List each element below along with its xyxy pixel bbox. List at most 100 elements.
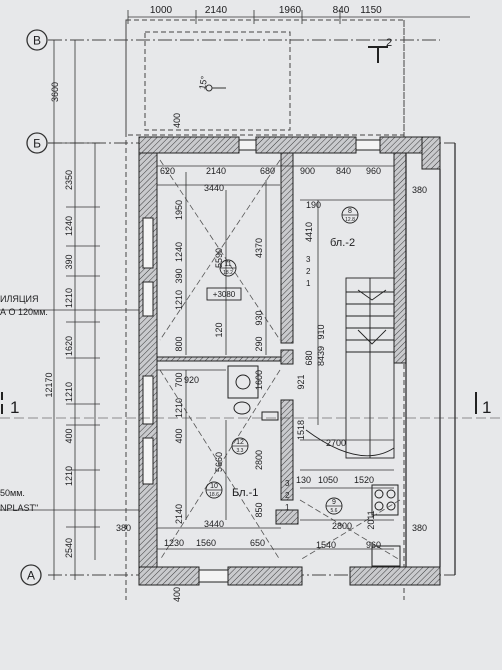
dim-900: 900 (300, 166, 315, 176)
left-dim-2350: 2350 (64, 170, 74, 190)
dim-400-top: 400 (172, 113, 182, 128)
dim-380c: 380 (412, 523, 427, 533)
dim-1518: 1518 (296, 420, 306, 440)
axis-bubble-b: Б (26, 132, 48, 154)
dim-290: 290 (254, 336, 264, 351)
room-11-number: 11 (224, 261, 231, 268)
level-value: +3080 (213, 290, 236, 299)
dim-400b: 400 (174, 428, 184, 443)
dim-1210: 1210 (174, 290, 184, 310)
room-11-area: 18.2 (223, 270, 233, 276)
overall-height-12170: 12170 (44, 372, 54, 397)
block-2-label: бл.-2 (330, 237, 355, 249)
room-marker-12: 12 3.3 (231, 437, 249, 455)
block-2-step-3: 3 (306, 255, 311, 264)
dim-800: 800 (174, 336, 184, 351)
staircase (305, 277, 395, 459)
dim-910: 910 (316, 324, 326, 339)
dim-2140b: 2140 (174, 504, 184, 524)
top-dim-840: 840 (333, 5, 350, 16)
dim-680b: 680 (304, 350, 314, 365)
block-2-step-1: 1 (306, 279, 311, 288)
left-dim-1240: 1240 (64, 216, 74, 236)
room-marker-11: 11 18.2 (219, 259, 237, 277)
room-marker-10: 10 18.6 (205, 481, 223, 499)
dim-1210b: 1210 (174, 398, 184, 418)
left-dim-1210c: 1210 (64, 466, 74, 486)
dim-1540: 1540 (316, 540, 336, 550)
room-9-number: 9 (332, 499, 336, 506)
dim-960b: 960 (366, 540, 381, 550)
dim-2800: 2800 (254, 450, 264, 470)
axis-label-a: А (27, 569, 35, 583)
dim-1050: 1050 (318, 475, 338, 485)
dim-920: 920 (184, 375, 199, 385)
note-4: NPLAST" (0, 503, 38, 513)
block-1-step-2: 2 (285, 491, 290, 500)
section-mark-left-label: 1 (10, 398, 19, 417)
dim-3440: 3440 (204, 183, 224, 193)
right-walls (405, 143, 456, 575)
room-9-area: 5.6 (331, 508, 338, 514)
dim-2700: 2700 (326, 438, 346, 448)
dim-650: 650 (250, 538, 265, 548)
dim-850: 850 (254, 502, 264, 517)
dim-4410: 4410 (304, 222, 314, 242)
axis-bubble-a: А (20, 564, 42, 586)
windows (142, 139, 381, 583)
block-1-step-3: 3 (285, 479, 290, 488)
top-dim-1150: 1150 (360, 5, 382, 16)
interior-dim-lines (157, 165, 394, 550)
left-dim-400: 400 (64, 428, 74, 443)
top-dim-2140: 2140 (205, 5, 228, 16)
dim-190: 190 (306, 200, 321, 210)
dim-921: 921 (296, 374, 306, 389)
dim-2800b: 2800 (332, 521, 352, 531)
slope-arrow (205, 84, 226, 92)
kitchen-fixtures (371, 484, 401, 567)
axis-label-v: В (33, 34, 41, 48)
note-3: 50мм. (0, 488, 25, 498)
room-10-area: 18.6 (209, 492, 219, 498)
dim-930: 930 (254, 310, 264, 325)
top-dim-1960: 1960 (279, 5, 302, 16)
dim-5660: 5660 (214, 452, 224, 472)
axis-bubble-v: В (26, 29, 48, 51)
dim-130: 130 (296, 475, 311, 485)
dim-380b: 380 (116, 523, 131, 533)
room-marker-9: 9 5.6 (325, 497, 343, 515)
dim-380: 380 (412, 185, 427, 195)
diagonal-lines (159, 159, 401, 561)
block-2-step-2: 2 (306, 267, 311, 276)
dim-8439: 8439 (316, 346, 326, 366)
dim-1230: 1230 (164, 538, 184, 548)
dim-5590: 5590 (214, 248, 224, 268)
section-mark-right-label: 1 (482, 398, 491, 417)
room-10-number: 10 (210, 483, 218, 490)
dim-1520: 1520 (354, 475, 374, 485)
dim-2140: 2140 (206, 166, 226, 176)
axis-label-b: Б (33, 137, 41, 151)
room-8-area: 12.8 (345, 217, 355, 223)
dim-120: 120 (214, 322, 224, 337)
dim-680: 680 (260, 166, 275, 176)
left-dim-2540: 2540 (64, 538, 74, 558)
top-dim-1000: 1000 (150, 5, 173, 16)
dim-3440b: 3440 (204, 519, 224, 529)
room-marker-8: 8 12.8 (341, 206, 359, 224)
dim-1560: 1560 (196, 538, 216, 548)
section-mark-2-label: 2 (386, 37, 392, 49)
dim-400-bottom: 400 (172, 587, 182, 602)
level-mark: +3080 (206, 287, 242, 301)
room-12-number: 12 (236, 439, 244, 446)
room-8-number: 8 (348, 208, 352, 215)
dim-1600: 1600 (254, 370, 264, 390)
top-dimension-chain (127, 10, 470, 24)
dim-390: 390 (174, 268, 184, 283)
dim-1240: 1240 (174, 242, 184, 262)
bathroom-fixtures (227, 365, 279, 421)
left-dim-1210b: 1210 (64, 382, 74, 402)
left-dim-3600: 3600 (50, 82, 60, 102)
left-dim-390: 390 (64, 254, 74, 269)
